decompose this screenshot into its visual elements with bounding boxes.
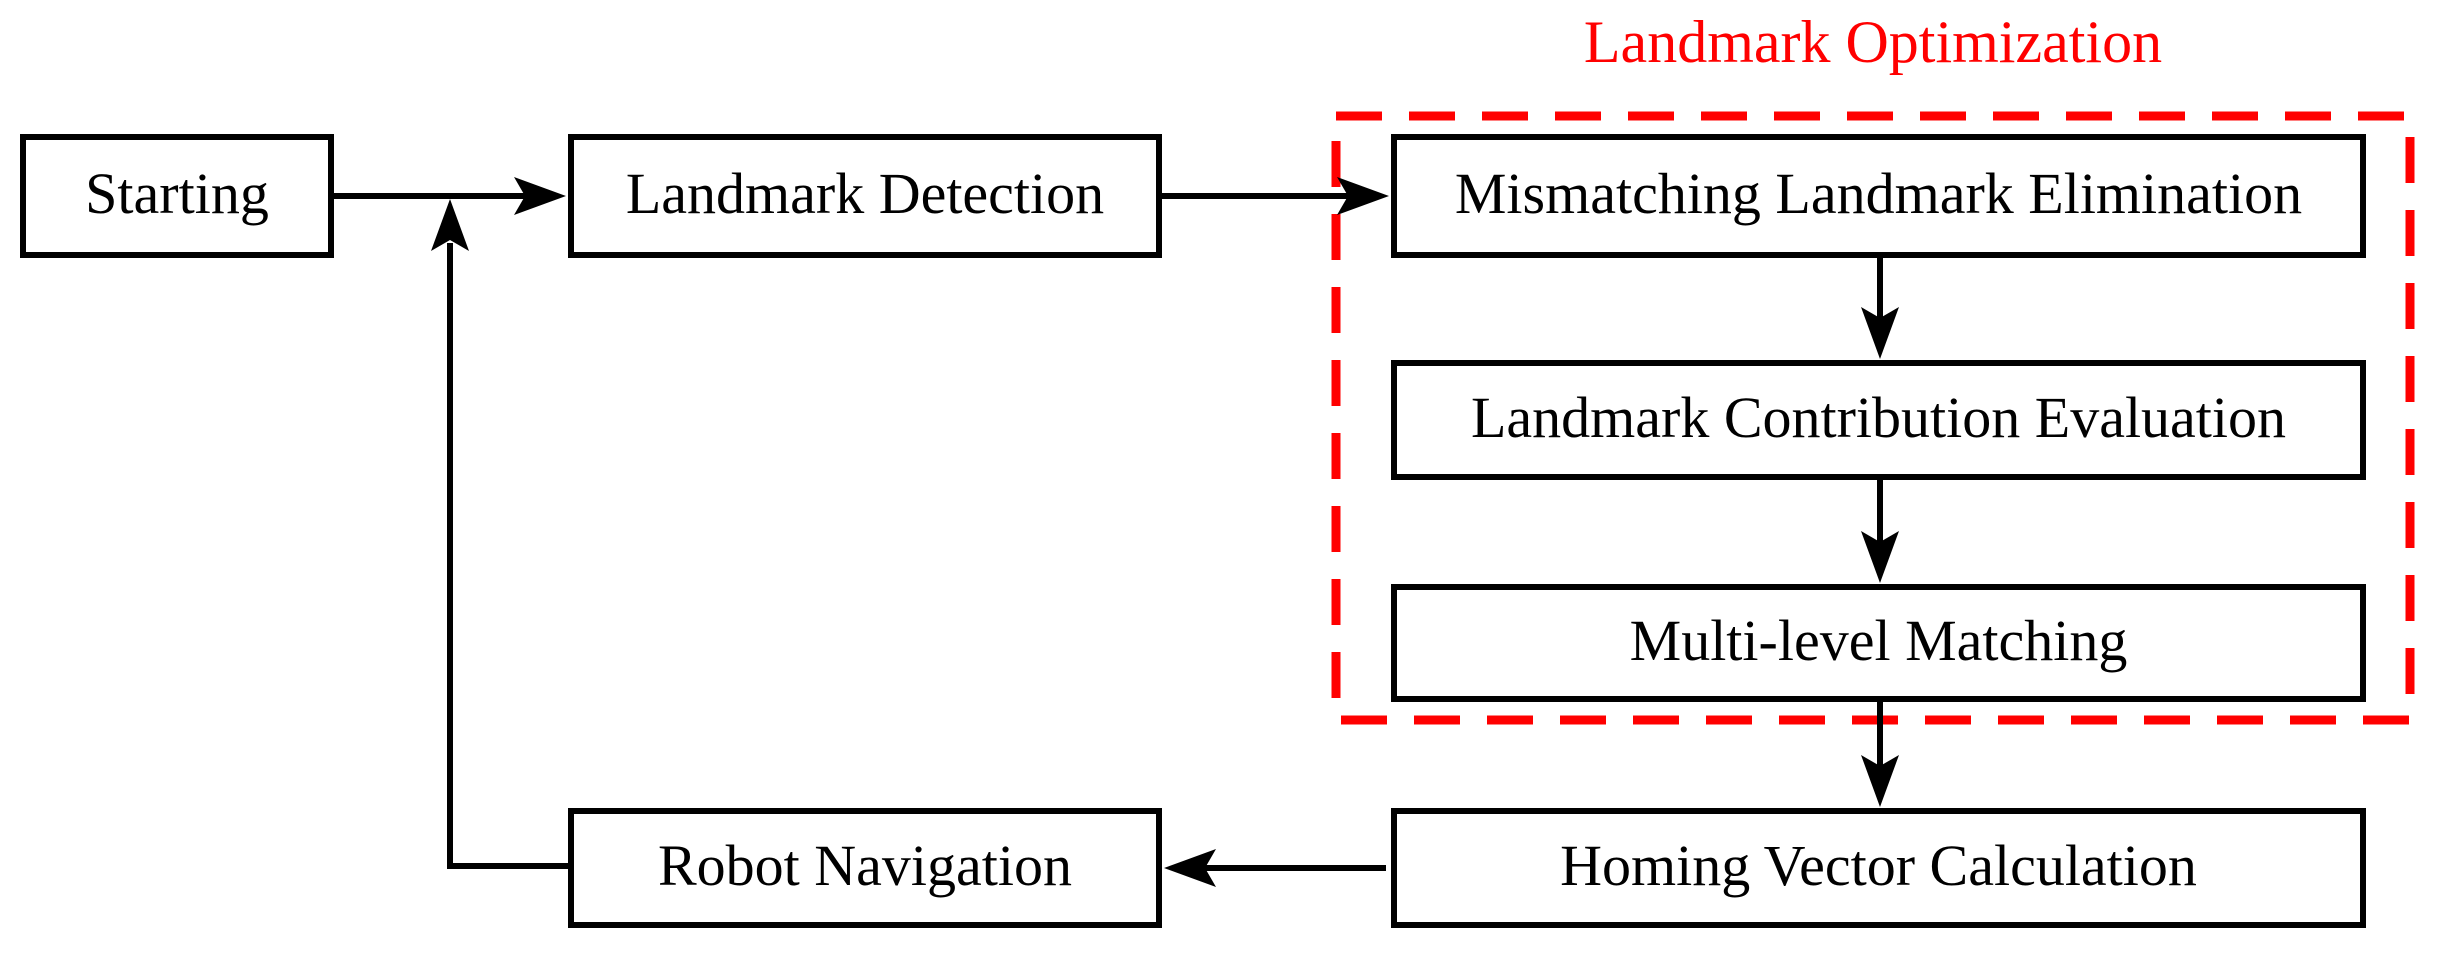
node-landmark-contribution-evaluation: Landmark Contribution Evaluation	[1391, 360, 2366, 480]
landmark-optimization-group-title: Landmark Optimization	[1583, 9, 2163, 75]
node-robot-navigation: Robot Navigation	[568, 808, 1162, 928]
edge-mismatching-to-contribution	[1861, 258, 1899, 359]
landmark-optimization-group-border	[1331, 111, 2415, 725]
node-homing-vector-calculation: Homing Vector Calculation	[1391, 808, 2366, 928]
edge-contribution-to-multilevel	[1861, 480, 1899, 583]
node-landmark-detection: Landmark Detection	[568, 134, 1162, 258]
edge-robot-navigation-to-start-line	[431, 199, 568, 869]
edge-multilevel-to-homing	[1861, 702, 1899, 807]
edge-landmark-detection-to-mismatching	[1162, 177, 1389, 215]
node-starting: Starting	[20, 134, 334, 258]
edge-homing-to-robot-navigation	[1164, 849, 1386, 887]
node-mismatching-landmark-elimination: Mismatching Landmark Elimination	[1391, 134, 2366, 258]
edge-starting-to-landmark-detection	[334, 177, 566, 215]
node-multi-level-matching: Multi-level Matching	[1391, 584, 2366, 702]
